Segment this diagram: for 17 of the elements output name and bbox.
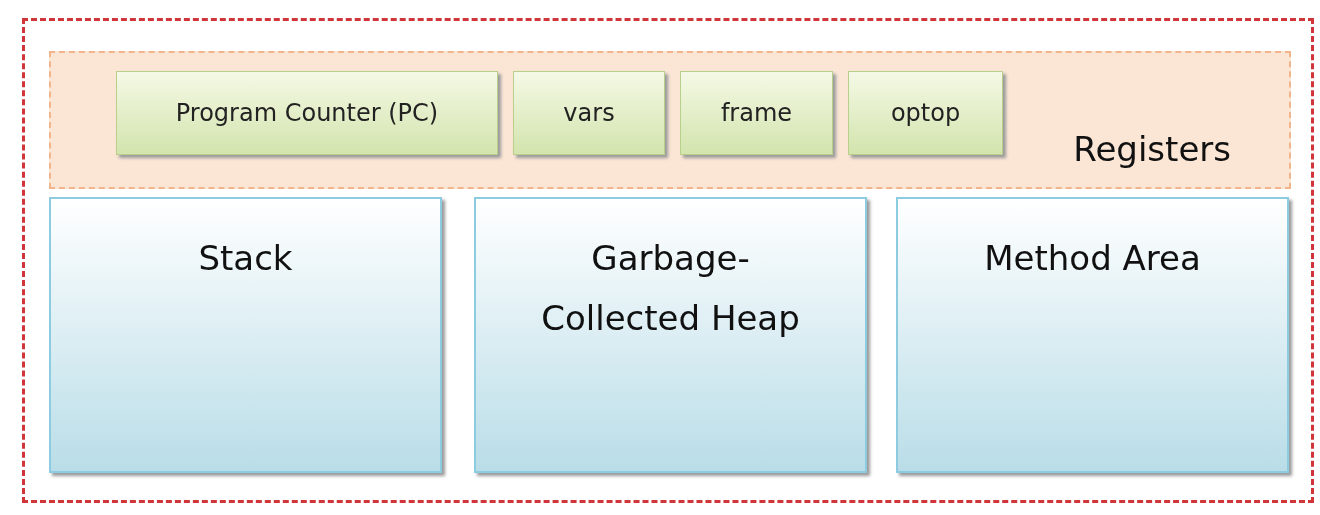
area-title: Stack	[198, 237, 293, 280]
register-box	[848, 71, 1003, 155]
area-title: Garbage-Collected Heap	[540, 237, 801, 340]
memory-area-box	[896, 197, 1289, 473]
area-title: Method Area	[984, 237, 1201, 280]
dashed-frame	[22, 18, 1314, 503]
register-label: vars	[563, 99, 615, 127]
memory-area-box	[49, 197, 442, 473]
register-label: optop	[890, 99, 961, 127]
memory-area-box	[474, 197, 867, 473]
register-box	[680, 71, 833, 155]
register-label: frame	[720, 99, 793, 127]
register-label: Program Counter (PC)	[175, 99, 439, 127]
group-title: Registers	[1073, 129, 1231, 169]
register-box	[513, 71, 665, 155]
registers-band	[49, 51, 1291, 189]
register-box	[116, 71, 498, 155]
